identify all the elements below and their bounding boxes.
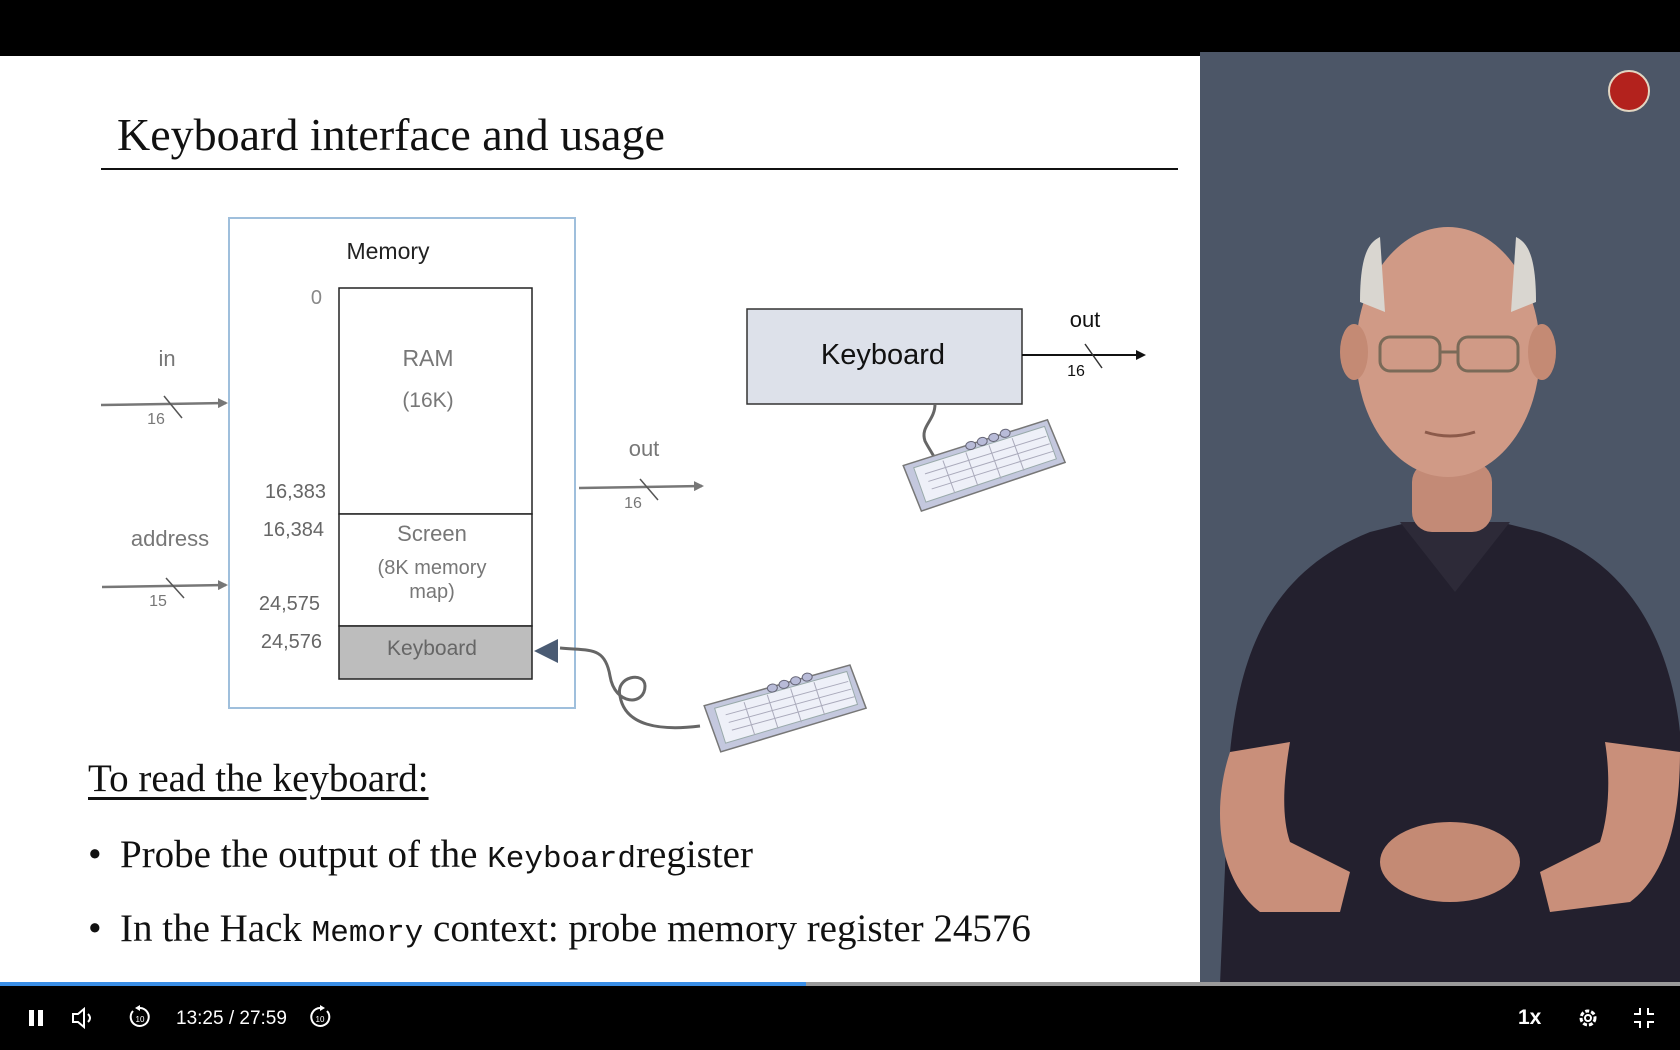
address-width: 15 xyxy=(149,593,167,610)
address-16383: 16,383 xyxy=(265,481,326,503)
address-24575: 24,575 xyxy=(259,593,320,615)
keyboard-illustration-top xyxy=(902,418,1067,513)
rewind-10-button[interactable]: 10 xyxy=(120,1000,160,1036)
bullet-probe-keyboard: • Probe the output of the Keyboardregiste… xyxy=(88,832,753,877)
in-width: 16 xyxy=(147,411,165,428)
keyboard-pointer-arrowhead xyxy=(534,639,558,663)
keyboard-out-bus-slash xyxy=(1084,343,1103,369)
bullet1-code: Keyboard xyxy=(487,842,637,877)
memory-label: Memory xyxy=(346,238,430,264)
address-16384: 16,384 xyxy=(263,519,324,541)
fullscreen-button[interactable] xyxy=(1624,1000,1664,1036)
fullscreen-icon xyxy=(1634,1008,1654,1028)
time-display: 13:25 / 27:59 xyxy=(176,1008,287,1029)
read-keyboard-heading: To read the keyboard: xyxy=(88,757,429,800)
keyboard-out-label: out xyxy=(1070,307,1101,332)
presenter-figure xyxy=(1220,227,1680,984)
memory-keyboard-diagram: Memory RAM (16K) Screen (8K memory map) … xyxy=(100,217,1146,753)
address-arrow xyxy=(101,580,228,591)
volume-icon xyxy=(72,1007,91,1029)
in-label: in xyxy=(158,346,175,371)
keyboard-chip xyxy=(746,308,1023,405)
forward-10-icon: 10 xyxy=(310,1005,331,1027)
brand-logo xyxy=(1608,70,1650,112)
screen-region xyxy=(338,513,533,627)
keyboard-register-region xyxy=(338,625,533,680)
bullet-dot: • xyxy=(88,833,102,876)
pause-button[interactable] xyxy=(18,1000,54,1036)
address-input-label: address xyxy=(131,526,209,551)
address-0: 0 xyxy=(311,287,322,309)
bullet2-code: Memory xyxy=(311,916,424,951)
settings-button[interactable] xyxy=(1568,1000,1608,1036)
keyboard-illustration-bottom xyxy=(703,664,868,753)
bullet-dot: • xyxy=(88,907,102,950)
keyboard-register-label: Keyboard xyxy=(387,637,477,660)
memory-box xyxy=(228,217,576,709)
memory-out-bus-slash xyxy=(639,478,659,501)
keyboard-out-width: 16 xyxy=(1067,363,1085,380)
title-divider xyxy=(101,168,1178,170)
progress-bar[interactable] xyxy=(0,982,1680,986)
screen-size-line2: map) xyxy=(409,581,455,603)
lecture-slide: Keyboard interface and usage Memory RAM … xyxy=(0,56,1200,984)
in-arrow xyxy=(100,398,228,409)
svg-text:10: 10 xyxy=(316,1015,325,1024)
volume-button[interactable] xyxy=(64,1000,104,1036)
screen-label: Screen xyxy=(397,521,467,546)
ram-region xyxy=(338,287,533,515)
control-bar: 10 13:25 / 27:59 10 1x xyxy=(0,986,1680,1050)
memory-out-label: out xyxy=(629,436,660,461)
presenter-video xyxy=(1200,52,1680,984)
gear-icon xyxy=(1579,1009,1597,1027)
ram-label: RAM xyxy=(402,345,453,371)
in-bus-slash xyxy=(163,395,183,419)
bullet-probe-memory: • In the Hack Memory context: probe memor… xyxy=(88,906,1031,951)
forward-10-button[interactable]: 10 xyxy=(300,1000,340,1036)
bullet2-text-before: In the Hack xyxy=(120,907,302,950)
playback-speed-button[interactable]: 1x xyxy=(1518,1006,1542,1029)
slide-title: Keyboard interface and usage xyxy=(117,109,665,160)
memory-out-arrow xyxy=(578,481,704,492)
keyboard-cable-bottom xyxy=(559,646,701,730)
progress-fill xyxy=(0,982,807,986)
memory-out-width: 16 xyxy=(624,495,642,512)
address-24576: 24,576 xyxy=(261,631,322,653)
svg-text:10: 10 xyxy=(136,1015,145,1024)
rewind-10-icon: 10 xyxy=(129,1005,150,1027)
ram-size: (16K) xyxy=(402,389,453,412)
pause-icon xyxy=(29,1010,43,1026)
address-bus-slash xyxy=(165,577,185,599)
keyboard-chip-label: Keyboard xyxy=(821,339,945,371)
bullet1-text-before: Probe the output of the xyxy=(120,833,478,876)
bullet1-text-after: register xyxy=(636,833,753,876)
bullet2-text-after: context: probe memory register 24576 xyxy=(433,907,1031,950)
screen-size-line1: (8K memory xyxy=(378,557,487,579)
